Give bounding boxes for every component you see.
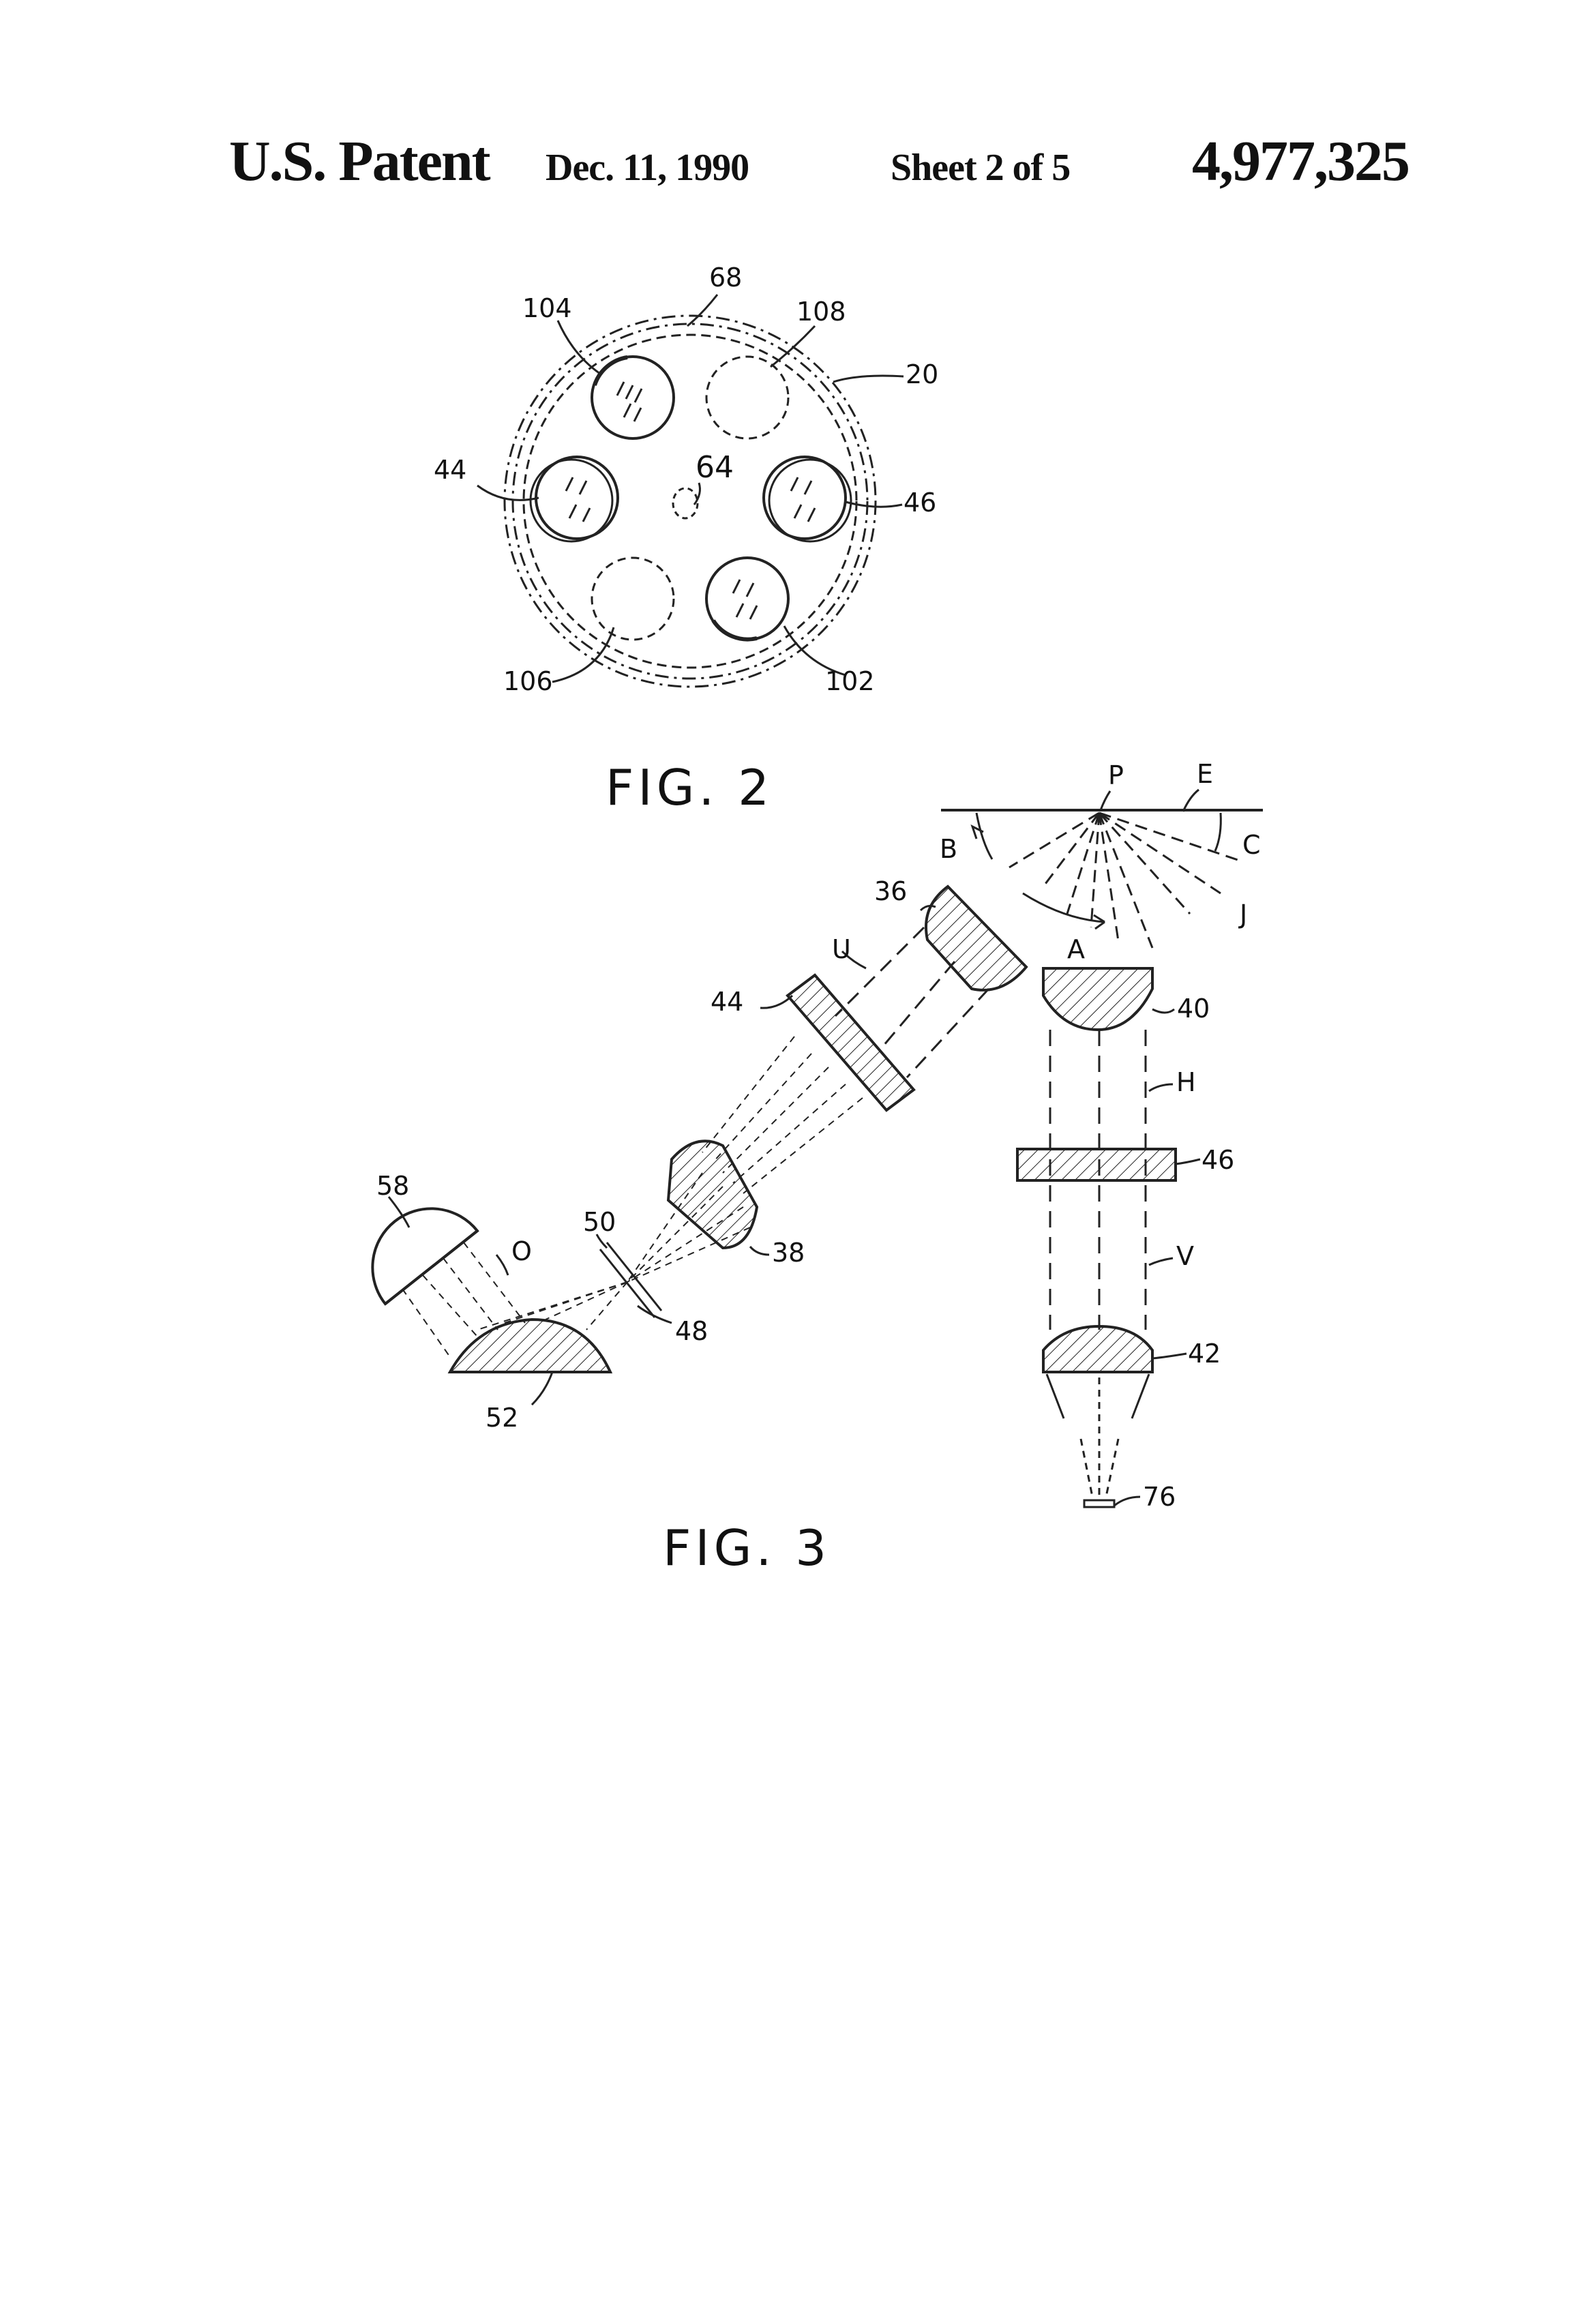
ref-46-fig3: 46 — [1202, 1145, 1234, 1175]
filter-102 — [705, 556, 790, 642]
ref-20: 20 — [906, 359, 938, 389]
filter-wheel-outline — [503, 314, 877, 688]
ref-46: 46 — [904, 488, 936, 518]
sheet-number: Sheet 2 of 5 — [891, 147, 1071, 189]
ref-38: 38 — [772, 1238, 805, 1268]
ref-52: 52 — [486, 1403, 518, 1433]
fig2-leaders — [477, 294, 904, 683]
patent-number: 4,977,325 — [1192, 130, 1410, 193]
beam-o — [402, 1242, 526, 1358]
filter-44-plate — [786, 973, 916, 1112]
ref-48: 48 — [675, 1316, 708, 1346]
filter-108 — [705, 355, 790, 440]
ref-44: 44 — [434, 455, 466, 485]
ref-p: P — [1108, 760, 1124, 790]
ref-106: 106 — [503, 666, 553, 696]
ref-o: O — [511, 1236, 532, 1266]
lens-42 — [1042, 1324, 1154, 1373]
fig3-caption: FIG. 3 — [663, 1519, 831, 1577]
ref-e: E — [1197, 759, 1213, 789]
lens-38 — [666, 1139, 759, 1250]
lens-40 — [1042, 967, 1154, 1032]
ref-b: B — [940, 834, 957, 864]
patent-title: U.S. Patent — [229, 130, 491, 193]
ref-68: 68 — [709, 263, 742, 293]
ref-v: V — [1176, 1241, 1194, 1271]
focus-cone — [1045, 1373, 1150, 1498]
fig3-diagram: P E B C 36 J U A 40 44 H 46 58 50 38 V O… — [371, 759, 1263, 1577]
ref-c: C — [1242, 830, 1261, 860]
ref-36: 36 — [874, 876, 907, 906]
fig3-leaders — [387, 788, 1201, 1507]
ref-104: 104 — [522, 293, 572, 323]
ref-a: A — [1067, 934, 1085, 964]
filter-104 — [591, 355, 675, 440]
ref-64: 64 — [696, 450, 734, 485]
ref-108: 108 — [796, 297, 846, 327]
diverging-beam — [477, 1281, 628, 1330]
center-axis-64 — [672, 487, 699, 520]
ref-76: 76 — [1143, 1482, 1176, 1512]
fig3-labels: P E B C 36 J U A 40 44 H 46 58 50 38 V O… — [376, 759, 1261, 1512]
filter-106 — [591, 556, 675, 641]
lens-36 — [925, 884, 1028, 992]
filter-46-plate — [1016, 1148, 1177, 1182]
lens-52 — [447, 1317, 613, 1373]
ref-42: 42 — [1188, 1339, 1221, 1369]
ref-u: U — [832, 934, 851, 964]
aperture-48-50 — [599, 1242, 663, 1318]
patent-date: Dec. 11, 1990 — [546, 147, 749, 189]
beam-u — [834, 926, 990, 1079]
light-source-58 — [371, 1207, 479, 1306]
fig2-diagram: 68 104 108 20 44 64 46 106 102 FIG. 2 — [434, 263, 938, 816]
ref-44-fig3: 44 — [711, 987, 743, 1017]
filter-44 — [529, 456, 619, 543]
filter-46 — [762, 456, 852, 543]
fig2-caption: FIG. 2 — [606, 759, 773, 816]
ref-h: H — [1176, 1067, 1196, 1097]
ref-40: 40 — [1177, 994, 1210, 1024]
fig2-labels: 68 104 108 20 44 64 46 106 102 — [434, 263, 938, 696]
detector-76 — [1083, 1499, 1116, 1508]
converging-beam — [627, 1036, 863, 1283]
light-rays-from-p — [1009, 811, 1240, 949]
ref-58: 58 — [376, 1171, 409, 1201]
ref-j: J — [1238, 899, 1247, 929]
ref-50: 50 — [583, 1207, 616, 1237]
ref-102: 102 — [825, 666, 875, 696]
angle-arcs — [970, 812, 1222, 930]
